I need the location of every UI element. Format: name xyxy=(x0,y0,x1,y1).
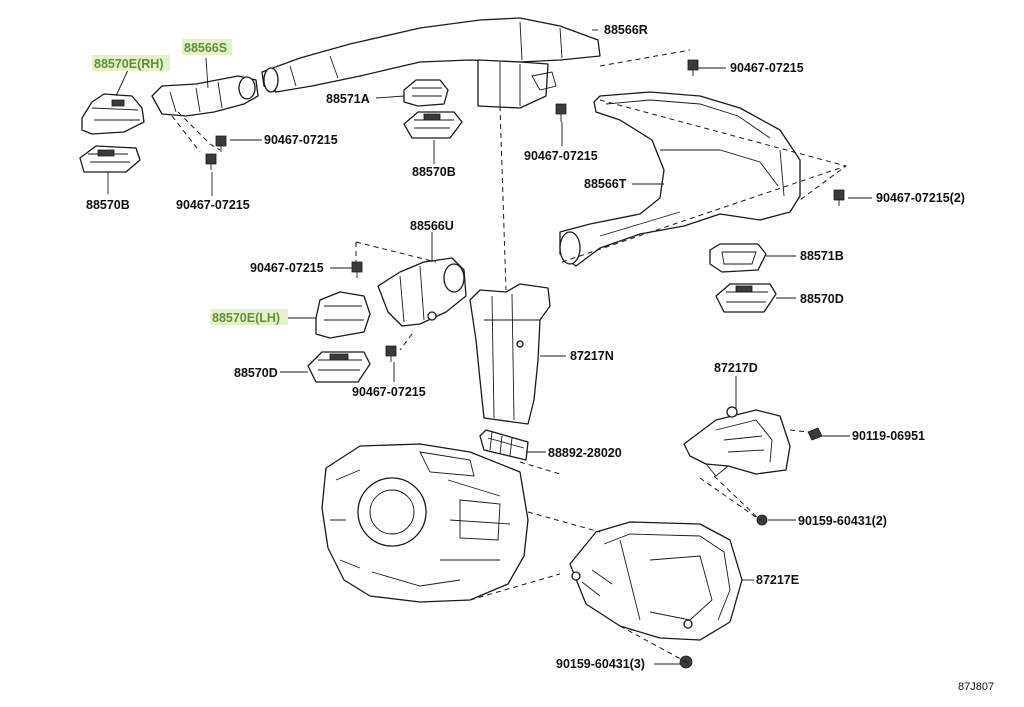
label-90159-3[interactable]: 90159-60431(3) xyxy=(556,657,645,671)
housing-87217e xyxy=(569,521,743,641)
panel-88570d-right xyxy=(715,283,777,313)
duct-88566u xyxy=(377,257,467,327)
assembly-lines xyxy=(171,49,848,665)
vent-88570e-rh xyxy=(81,93,145,135)
label-88570e-rh[interactable]: 88570E(RH) xyxy=(94,57,163,71)
leader-lines xyxy=(107,29,872,665)
label-88570d-left[interactable]: 88570D xyxy=(234,366,278,380)
label-88570b-mid[interactable]: 88570B xyxy=(412,165,456,179)
label-90119[interactable]: 90119-06951 xyxy=(852,429,925,443)
highlight-88570e-lh xyxy=(210,309,288,325)
nut-90159-2 xyxy=(756,514,768,526)
label-88570b-left[interactable]: 88570B xyxy=(86,198,130,212)
bolt-lower-left xyxy=(385,345,397,362)
label-87217n[interactable]: 87217N xyxy=(570,349,614,363)
duct-87217n xyxy=(469,283,551,425)
highlight-88566s xyxy=(182,39,232,55)
bolt-left-b xyxy=(205,153,217,170)
label-88566t[interactable]: 88566T xyxy=(584,177,627,191)
gasket-88892 xyxy=(479,429,529,461)
bolt-88566u xyxy=(351,261,363,278)
label-87217d[interactable]: 87217D xyxy=(714,361,758,375)
label-88571b[interactable]: 88571B xyxy=(800,249,844,263)
label-90467-e[interactable]: 90467-07215 xyxy=(352,385,426,399)
label-88566r[interactable]: 88566R xyxy=(604,23,648,37)
vent-88571a xyxy=(403,79,449,107)
duct-88566r xyxy=(261,17,601,109)
bolt-right-2 xyxy=(833,189,845,206)
highlight-88570e-rh xyxy=(92,55,170,71)
label-90467-c[interactable]: 90467-07215 xyxy=(524,149,598,163)
vent-88571b xyxy=(709,243,767,273)
duct-88566t xyxy=(559,91,801,267)
bolt-top-right xyxy=(687,59,699,76)
bracket-87217d xyxy=(683,406,791,477)
label-88566u[interactable]: 88566U xyxy=(410,219,454,233)
blower-housing xyxy=(321,443,529,603)
label-90467-2[interactable]: 90467-07215(2) xyxy=(876,191,965,205)
label-88570e-lh[interactable]: 88570E(LH) xyxy=(212,311,280,325)
bolt-center xyxy=(555,103,567,122)
label-88571a[interactable]: 88571A xyxy=(326,92,370,106)
vent-88570e-lh xyxy=(315,291,371,339)
label-90467-d[interactable]: 90467-07215 xyxy=(250,261,324,275)
diagram-ref-code: 87J807 xyxy=(958,681,994,693)
label-88566s[interactable]: 88566S xyxy=(184,41,227,55)
label-90467-top[interactable]: 90467-07215 xyxy=(730,61,804,75)
panel-88570b-mid xyxy=(403,111,463,139)
panel-88570d-left xyxy=(307,351,371,383)
label-88570d-right[interactable]: 88570D xyxy=(800,292,844,306)
label-87217e[interactable]: 87217E xyxy=(756,573,799,587)
duct-88566s xyxy=(151,75,259,117)
label-90467-b[interactable]: 90467-07215 xyxy=(176,198,250,212)
panel-88570b-left xyxy=(79,145,141,173)
label-88892[interactable]: 88892-28020 xyxy=(548,446,622,460)
nut-90119 xyxy=(807,427,823,441)
part-labels: 88566R 88570E(RH) 88566S 90467-07215 885… xyxy=(86,23,994,693)
label-90467-a[interactable]: 90467-07215 xyxy=(264,133,338,147)
label-90159-2[interactable]: 90159-60431(2) xyxy=(798,514,887,528)
bolt-left-a xyxy=(215,135,227,152)
